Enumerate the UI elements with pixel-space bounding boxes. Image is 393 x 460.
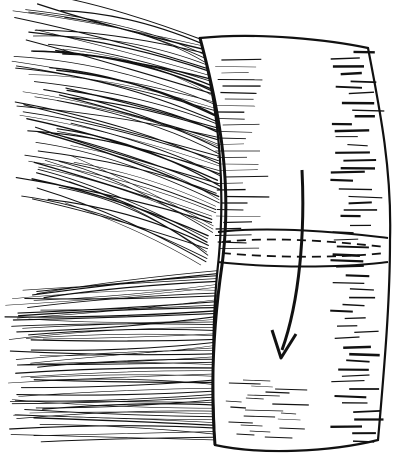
hair-strand [37, 173, 207, 242]
hair-strand [12, 61, 214, 102]
shading-hatch [343, 160, 376, 161]
hair-strand [17, 391, 217, 395]
shading-hatch [330, 311, 353, 312]
shading-hatch [216, 228, 242, 229]
hair-strands-upper [12, 0, 224, 265]
shading-hatch [343, 347, 371, 348]
shading-hatch [330, 180, 353, 181]
shading-hatch [217, 210, 244, 211]
shading-hatch [341, 73, 362, 74]
shading-hatch [336, 87, 362, 88]
hair-strand [30, 412, 218, 414]
shading-hatch [349, 202, 372, 203]
shading-hatch [333, 283, 365, 284]
shading-hatch [337, 246, 369, 247]
shading-hatch [335, 130, 370, 131]
shading-hatch [335, 396, 367, 397]
shading-hatch [349, 354, 380, 355]
hair-strand [12, 324, 218, 326]
hair-strand [5, 310, 224, 317]
hair-strand [31, 342, 218, 350]
shading-hatch [346, 275, 370, 276]
hair-strand [18, 302, 216, 313]
shading-hatch [353, 411, 380, 412]
hair-strand [32, 179, 208, 236]
shading-hatch [351, 81, 377, 82]
hair-strand [26, 334, 224, 338]
shading-hatch [331, 260, 364, 261]
hair-strand [15, 415, 217, 420]
shading-hatch [224, 176, 268, 177]
shading-hatch [221, 59, 261, 60]
wrapped-band [200, 36, 390, 451]
hair-strands-lower [5, 270, 225, 442]
hair-strand [10, 426, 225, 429]
hair-strand [23, 92, 222, 148]
shading-hatch [353, 441, 374, 442]
shading-hatch [331, 172, 365, 173]
shading-hatch [223, 222, 252, 223]
shading-hatch [345, 318, 366, 319]
hair-strand [31, 339, 221, 341]
shading-hatch [225, 197, 270, 198]
shading-hatch [339, 189, 372, 190]
shading-hatch [352, 110, 384, 111]
hair-strand [12, 397, 220, 404]
